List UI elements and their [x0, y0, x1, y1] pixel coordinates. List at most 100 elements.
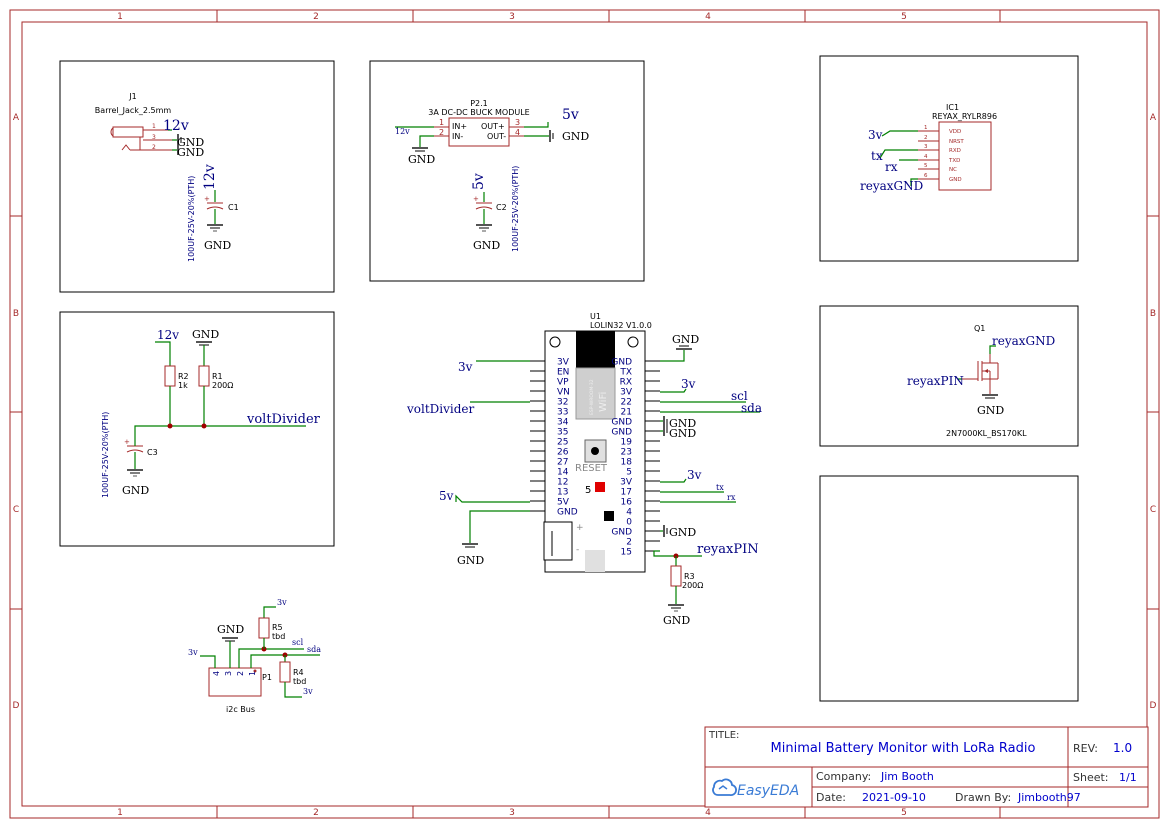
j1-gnd-2: GND [177, 146, 204, 159]
mcu-left-pin-label: 13 [557, 488, 568, 498]
radio-pin-name-1: VDD [949, 129, 961, 135]
mcu-right-pin-label: 3V [620, 478, 633, 488]
mcu-right-pin-label: 19 [621, 438, 633, 448]
r2-ref: R2 [178, 372, 189, 381]
radio-pin-name-5: NC [949, 167, 957, 173]
easyeda-logo-text: EasyEDA [737, 783, 799, 799]
mcu-block: U1 LOLIN32 V1.0.0 WiFi ESP-WROOM-32 RESE… [406, 312, 762, 627]
i2c-net-scl: scl [292, 638, 304, 647]
mcu-net-left-5v: 5v [439, 489, 454, 503]
mcu-left-pin-label: 3V [557, 358, 570, 368]
mosfet-block: Q1 reyaxGND reyaxPIN GND 2N7000KL_BS170K… [819, 305, 1079, 447]
mcu-net-gnd-21b: GND [669, 427, 696, 440]
mcu-right-pin-label: 4 [626, 508, 632, 518]
ground-icon [222, 637, 238, 642]
svg-text:+: + [204, 195, 210, 203]
r1-value: 200Ω [212, 381, 233, 390]
r3-ref: R3 [684, 572, 695, 581]
divider-gnd: GND [192, 328, 219, 341]
i2c-pin-1: 1 [248, 671, 257, 676]
mcu-right-pin-label: 15 [621, 548, 632, 558]
mcu-chip-text: ESP-WROOM-32 [589, 379, 595, 415]
mcu-reset: RESET [575, 463, 608, 474]
radio-pin-num-6: 6 [924, 173, 928, 179]
mcu-wifi: WiFi [598, 392, 609, 412]
ground-icon [476, 224, 492, 232]
mcu-net-left-3v: 3v [458, 360, 473, 374]
r1-ref: R1 [212, 372, 223, 381]
mcu-net-scl: scl [731, 389, 748, 403]
mcu-right-pin-label: RX [620, 378, 632, 388]
radio-pin-name-3: RXD [949, 148, 961, 154]
ground-icon [676, 345, 692, 350]
radio-net-rx: rx [885, 160, 898, 174]
ground-icon [412, 147, 428, 152]
buck-out-plus: OUT+ [481, 122, 505, 131]
mcu-net-gnd-0: GND [669, 526, 696, 539]
r4-value: tbd [293, 677, 306, 686]
mcu-net-left-gnd: GND [457, 554, 484, 567]
mosfet-net-gate: reyaxPIN [907, 374, 964, 388]
mcu-right-pin-label: 23 [621, 448, 632, 458]
sheet-frame: 1 2 3 4 5 1 2 3 4 5 A B C D A B C D [9, 9, 1160, 819]
rev-label: REV: [1073, 742, 1098, 755]
buck-in-net: 12v [395, 127, 410, 136]
mcu-right-pin-label: GND [611, 528, 632, 538]
ground-icon [663, 525, 668, 537]
capacitor-c2: + C2 100UF-25V-20%(PTH) 5v [471, 166, 520, 252]
row-label-left-c: C [13, 505, 19, 515]
mosfet-net-source: GND [977, 404, 1004, 417]
ground-icon [462, 543, 478, 548]
svg-text:+: + [124, 438, 130, 446]
mcu-net-right-gnd-top: GND [672, 333, 699, 346]
mcu-right-pin-label: 0 [626, 518, 632, 528]
row-label-left-a: A [13, 113, 20, 123]
row-label-right-b: B [1150, 309, 1156, 319]
mcu-left-pin-label: 12 [557, 478, 568, 488]
col-label-bottom-1: 1 [117, 808, 123, 818]
radio-pin-name-4: TXD [948, 158, 960, 164]
ground-icon [663, 416, 668, 436]
col-label-bottom-2: 2 [313, 808, 319, 818]
mcu-ref: U1 [590, 312, 601, 321]
i2c-pin-4: 4 [212, 671, 221, 676]
radio-pin-num-3: 3 [924, 144, 928, 150]
buck-pin-4: 4 [515, 128, 520, 137]
row-label-right-a: A [1150, 113, 1157, 123]
mcu-net-gnd-21a: GND [669, 417, 696, 430]
mcu-net-sda: sda [741, 401, 762, 415]
c3-gnd: GND [122, 484, 149, 497]
drawn-value: Jimbooth97 [1017, 791, 1081, 804]
mcu-left-pin-label: 27 [557, 458, 568, 468]
mcu-right-pin-label: GND [611, 358, 632, 368]
sheet-label: Sheet: [1073, 771, 1109, 784]
buck-in-plus: IN+ [452, 122, 467, 131]
mcu-right-pin-label: 22 [621, 398, 632, 408]
col-label-top-4: 4 [705, 12, 711, 22]
ground-icon [172, 145, 179, 155]
mcu-right-pin-label: 5 [626, 468, 632, 478]
j1-pin-1: 1 [152, 123, 156, 130]
row-label-right-d: D [1150, 701, 1157, 711]
mcu-net-right-3v: 3v [681, 377, 696, 391]
mcu-left-pin-label: 32 [557, 398, 568, 408]
j1-net-12v: 12v [163, 118, 189, 134]
mcu-net-reyax-pin: reyaxPIN [697, 542, 759, 557]
i2c-name: i2c Bus [226, 705, 255, 714]
rev-value: 1.0 [1113, 741, 1132, 755]
row-label-right-c: C [1150, 505, 1156, 515]
radio-net-tx: tx [871, 149, 883, 163]
r3-value: 200Ω [682, 581, 703, 590]
i2c-block: P1 i2c Bus 4 3 2 1 3v GND scl sda 3v R5 … [188, 598, 321, 714]
ground-icon [982, 394, 998, 399]
divider-out-net: voltDivider [246, 412, 321, 427]
mcu-net-tx: tx [716, 483, 724, 492]
r5-net: 3v [277, 598, 287, 607]
buck-in-minus: IN- [452, 132, 463, 141]
radio-pin-num-2: 2 [924, 135, 928, 141]
radio-pin-num-5: 5 [924, 163, 928, 169]
radio-name: REYAX_RYLR896 [932, 112, 997, 121]
c1-gnd: GND [204, 239, 231, 252]
i2c-net-3v-left: 3v [188, 648, 198, 657]
j1-name: Barrel_Jack_2.5mm [95, 106, 172, 115]
